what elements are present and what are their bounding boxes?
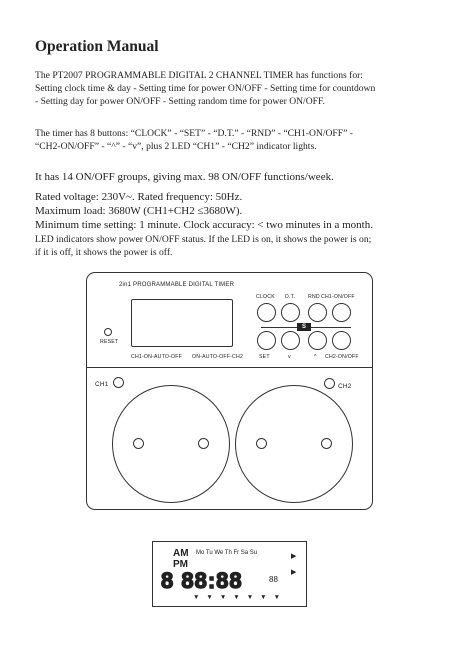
text-line: if it is off, it shows the power is off. (35, 246, 173, 258)
ch1-led-icon (113, 377, 124, 388)
play-arrow-icon: ▶ (291, 569, 297, 576)
text-line: “CH2-ON/OFF” - “^” - “v”, plus 2 LED “CH… (35, 140, 317, 152)
socket-ch2 (235, 385, 353, 503)
up-button-label: ^ (314, 354, 317, 360)
ch2-onoff-button (332, 331, 351, 350)
down-button (281, 331, 300, 350)
set-button (257, 331, 276, 350)
socket-pin (133, 438, 144, 449)
ch2-mode-label: ON-AUTO-OFF-CH2 (192, 354, 244, 360)
text-line: The timer has 8 buttons: “CLOCK” - “SET”… (35, 128, 353, 139)
socket-ch1 (112, 385, 230, 503)
ch1-onoff-button-label: CH1-ON/OFF (321, 294, 355, 300)
set-button-label: SET (259, 354, 270, 360)
reset-label: RESET (100, 339, 119, 345)
buttons-paragraph: The timer has 8 buttons: “CLOCK” - “SET”… (35, 128, 435, 154)
text-line: Minimum time setting: 1 minute. Clock ac… (35, 219, 373, 231)
text-line: Setting clock time & day - Setting time … (35, 82, 376, 94)
lcd-screen (131, 299, 233, 347)
down-button-label: v (288, 354, 291, 360)
rnd-button-label: RND (308, 294, 320, 300)
socket-pin (198, 438, 209, 449)
play-arrow-icon: ▶ (291, 553, 297, 560)
intro-paragraph: The PT2007 PROGRAMMABLE DIGITAL 2 CHANNE… (35, 70, 435, 108)
text-line: Rated voltage: 230V~. Rated frequency: 5… (35, 191, 243, 203)
s-badge-label: S (297, 323, 311, 331)
s-badge: S (261, 323, 351, 331)
ch2-led-label: CH2 (338, 383, 352, 390)
ch2-led-icon (324, 378, 335, 389)
reset-button (104, 328, 112, 336)
clock-button-label: CLOCK (256, 294, 275, 300)
ch2-onoff-button-label: CH2-ON/OFF (325, 354, 359, 360)
divider (87, 367, 372, 368)
text-line: The PT2007 PROGRAMMABLE DIGITAL 2 CHANNE… (35, 70, 363, 81)
ch1-onoff-button (332, 303, 351, 322)
seconds-digits: 88 (269, 575, 278, 584)
am-indicator: AM (173, 548, 189, 559)
groups-paragraph: It has 14 ON/OFF groups, giving max. 98 … (35, 171, 334, 183)
ch1-led-label: CH1 (95, 381, 109, 388)
specs-paragraph: Rated voltage: 230V~. Rated frequency: 5… (35, 190, 435, 232)
weekday-row: Mo Tu We Th Fr Sa Su (196, 550, 258, 556)
lcd-display-detail: AM PM Mo Tu We Th Fr Sa Su ▶ ▶ 8 88:88 8… (152, 541, 307, 607)
text-line: LED indicators show power ON/OFF status.… (35, 234, 372, 245)
page-title: Operation Manual (35, 38, 159, 55)
socket-pin (256, 438, 267, 449)
dt-button (281, 303, 300, 322)
socket-pin (321, 438, 332, 449)
text-line: Maximum load: 3680W (CH1+CH2 ≤3680W). (35, 205, 243, 217)
dt-button-label: D.T. (285, 294, 296, 300)
down-arrow-icons: ▼▼▼▼▼▼▼ (193, 594, 288, 601)
clock-button (257, 303, 276, 322)
text-line: - Setting day for power ON/OFF - Setting… (35, 95, 325, 107)
timer-device-diagram: 2in1 PROGRAMMABLE DIGITAL TIMER RESET CH… (86, 272, 373, 510)
up-button (308, 331, 327, 350)
led-paragraph: LED indicators show power ON/OFF status.… (35, 234, 435, 260)
pm-indicator: PM (173, 559, 188, 570)
ch1-mode-label: CH1-ON-AUTO-OFF (131, 354, 183, 360)
rnd-button (308, 303, 327, 322)
device-title: 2in1 PROGRAMMABLE DIGITAL TIMER (119, 282, 235, 288)
time-digits: 8 88:88 (160, 567, 243, 593)
